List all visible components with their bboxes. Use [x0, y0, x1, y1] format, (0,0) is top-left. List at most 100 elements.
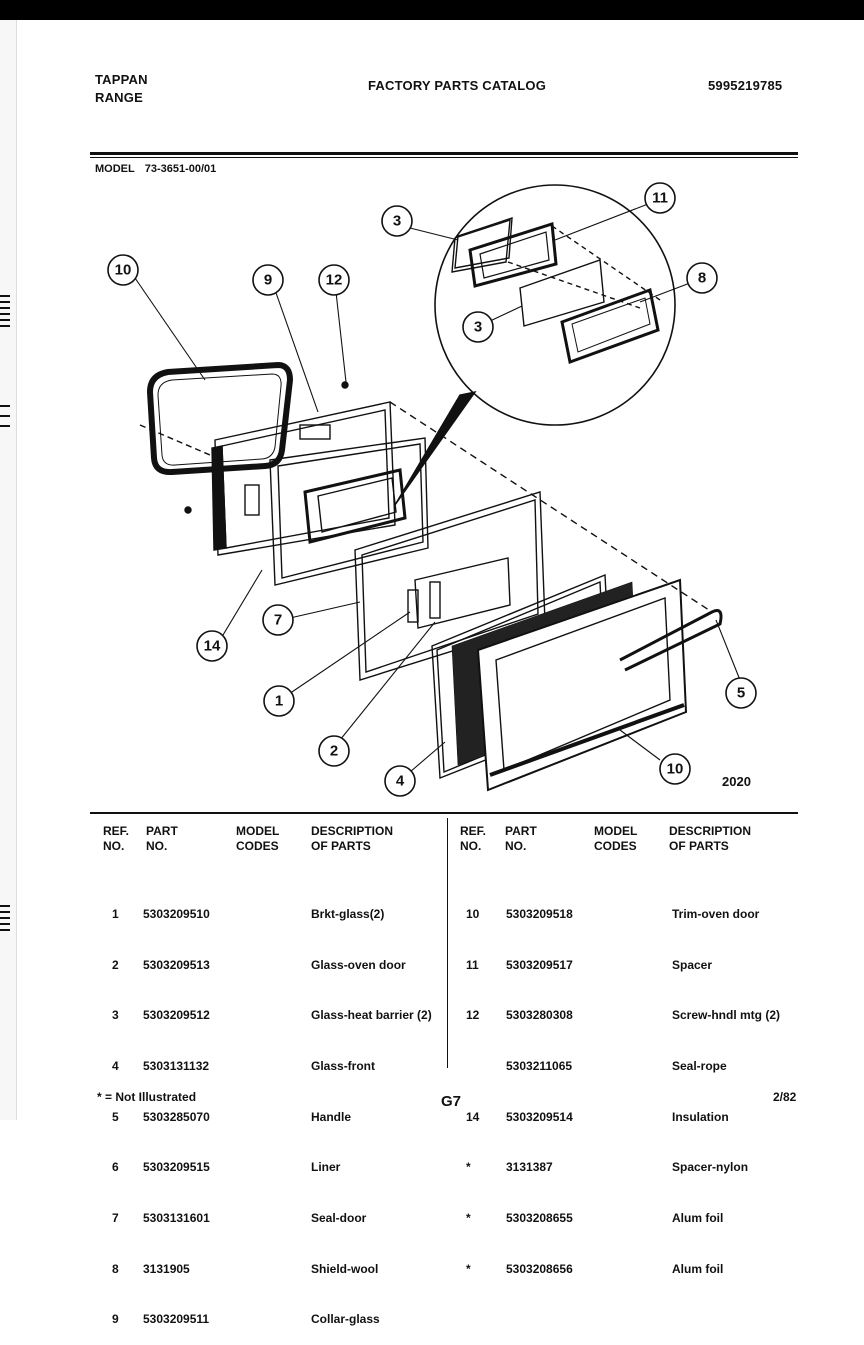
callout-14: 14: [204, 638, 221, 655]
catalog-date: 2/82: [773, 1090, 797, 1104]
callout-1: 1: [275, 693, 283, 710]
table-row-part: 3131387: [506, 1160, 553, 1175]
inset-dash-2: [551, 225, 661, 301]
callout-circle-3b: [462, 311, 494, 343]
table-row-part: 5303209517: [506, 957, 573, 972]
callout-circle-7: [107, 254, 139, 286]
magnifier-circle: [434, 184, 676, 426]
callout-10: 10: [667, 761, 684, 778]
callout-circle-5: [725, 677, 757, 709]
header-ref-no-right: REF. NO.: [460, 824, 487, 853]
table-row-part: 5303209518: [506, 906, 573, 921]
table-row-part: 5303131132: [143, 1058, 210, 1073]
callout-9: 8: [698, 270, 706, 287]
left-ref-column: 1 2 3 4 5 6 7 8 9: [112, 872, 119, 1345]
table-row-ref: 2: [112, 957, 119, 972]
callout-6: 9: [264, 272, 272, 289]
table-row-desc: Spacer-nylon: [672, 1160, 749, 1175]
table-row-ref: 6: [112, 1160, 119, 1175]
callout-circle-6: [252, 264, 284, 296]
callout-circle-12: [318, 264, 350, 296]
table-row-desc: Seal-door: [311, 1211, 367, 1226]
dash-seal: [139, 424, 211, 456]
header-rule-thick: [90, 152, 798, 155]
table-row-desc: Glass-oven door: [311, 957, 406, 972]
table-row-desc: Seal-rope: [672, 1058, 727, 1073]
table-row-ref: 12: [466, 1008, 480, 1023]
callout-circle-10: [659, 753, 691, 785]
inset-spacer-frame: [468, 222, 558, 288]
table-row-part: 5303209515: [143, 1160, 210, 1175]
brand-line-2: RANGE: [95, 90, 143, 105]
table-row-desc: Glass-heat barrier (2): [311, 1008, 432, 1023]
table-row-part: 3131905: [143, 1261, 190, 1276]
model-number: 73-3651-00/01: [144, 163, 217, 175]
callout-11: 11: [652, 190, 668, 207]
table-row-part: 5303211065: [506, 1058, 573, 1073]
right-desc-column: Trim-oven door Spacer Screw-hndl mtg (2)…: [672, 872, 780, 1295]
header-part-no-right: PART NO.: [505, 824, 537, 853]
header-description-left: DESCRIPTION OF PARTS: [311, 824, 394, 853]
callout-circle-1: [263, 685, 295, 717]
part-collar-glass-assembled: [303, 468, 407, 544]
table-row-ref: 10: [466, 906, 480, 921]
table-row-part: 5303209511: [143, 1312, 210, 1327]
catalog-number: 5995219785: [708, 78, 783, 93]
callout-circle-3a: [381, 205, 413, 237]
table-row-ref: [466, 1058, 479, 1075]
header-part-no-left: PART NO.: [146, 824, 178, 853]
callout-3a: 3: [393, 213, 401, 230]
table-top-rule: [90, 812, 798, 814]
table-row-part: 5303285070: [143, 1109, 210, 1124]
left-part-column: 5303209510 5303209513 5303209512 5303131…: [143, 872, 210, 1345]
table-row-part: 5303208656: [506, 1261, 573, 1276]
table-row-desc: Spacer: [672, 957, 713, 972]
callout-4: 4: [396, 773, 405, 790]
part-liner: [211, 401, 396, 556]
callout-circle-4: [384, 765, 416, 797]
table-row-part: 5303209513: [143, 957, 210, 972]
callout-2: 2: [330, 743, 338, 760]
table-row-ref: *: [466, 1211, 471, 1226]
table-row-desc: Brkt-glass(2): [311, 906, 385, 921]
screw-liner: [184, 506, 192, 514]
part-trim-door: [476, 578, 688, 792]
table-row-desc: Alum foil: [672, 1211, 724, 1226]
leader-lines: [134, 203, 741, 773]
callout-5: 5: [737, 685, 745, 702]
dash-handle: [389, 401, 713, 613]
figure-number: 2020: [722, 774, 751, 789]
screw-handle-mount: [341, 381, 349, 389]
table-row-desc: Handle: [311, 1109, 352, 1124]
table-row-desc: Screw-hndl mtg (2): [672, 1008, 781, 1023]
table-divider: [447, 818, 448, 1068]
table-row-ref: *: [466, 1261, 471, 1276]
part-glass-brackets: [407, 581, 441, 623]
inset-heat-barrier-glass: [451, 217, 513, 273]
table-row-desc: Alum foil: [672, 1261, 724, 1276]
part-insulation: [269, 437, 429, 586]
callout-circle-14: [196, 630, 228, 662]
table-row-part: 5303209510: [143, 906, 210, 921]
left-desc-column: Brkt-glass(2) Glass-oven door Glass-heat…: [311, 872, 432, 1345]
table-row-ref: 9: [112, 1312, 119, 1327]
part-handle: [619, 609, 723, 672]
inset-glass-panel: [519, 259, 605, 327]
table-row-part: 5303209514: [506, 1109, 573, 1124]
table-row-ref: 4: [112, 1058, 119, 1073]
table-row-desc: Liner: [311, 1160, 341, 1175]
not-illustrated-note: * = Not Illustrated: [97, 1090, 197, 1104]
header-model-codes-left: MODEL CODES: [236, 824, 280, 853]
header-description-right: DESCRIPTION OF PARTS: [669, 824, 752, 853]
callout-circle-8: [262, 604, 294, 636]
table-row-ref: 11: [466, 957, 479, 972]
table-row-ref: *: [466, 1160, 471, 1175]
table-row-desc: Collar-glass: [311, 1312, 380, 1327]
scan-top-border: [0, 0, 864, 20]
table-row-part: 5303280308: [506, 1008, 573, 1023]
table-row-desc: Shield-wool: [311, 1261, 379, 1276]
table-row-part: 5303209512: [143, 1008, 210, 1023]
callout-circle-2: [318, 735, 350, 767]
right-part-column: 5303209518 5303209517 5303280308 5303211…: [506, 872, 573, 1295]
